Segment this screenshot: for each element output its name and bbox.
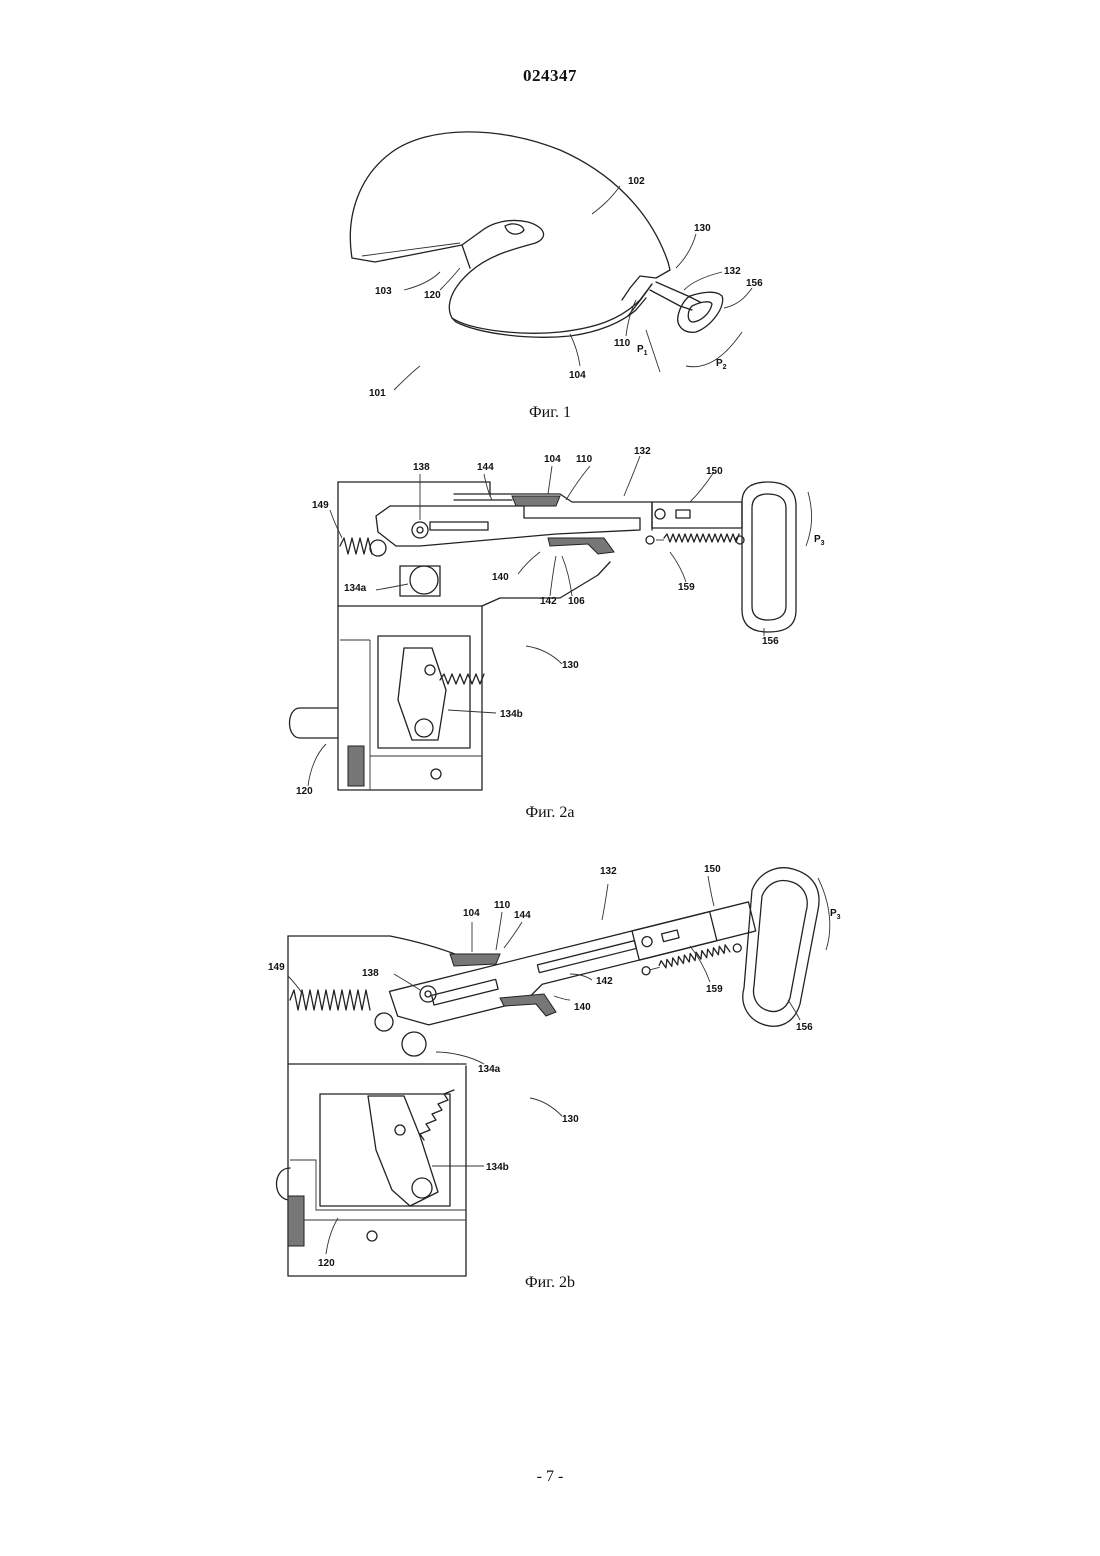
figure-2a-drawing: 138 144 104 110 132 150 149 P3 134a 140 … (0, 440, 1100, 810)
label-144: 144 (477, 462, 494, 473)
label-138: 138 (413, 462, 430, 473)
label-142: 142 (540, 596, 557, 607)
label-110: 110 (614, 338, 631, 349)
label-p2: P2 (716, 358, 727, 371)
label-103: 103 (375, 286, 392, 297)
label-140: 140 (492, 572, 509, 583)
label-150: 150 (704, 864, 721, 875)
label-104: 104 (544, 454, 561, 465)
label-159: 159 (678, 582, 695, 593)
page-number: - 7 - (0, 1468, 1100, 1486)
label-134b: 134b (500, 709, 523, 720)
label-101: 101 (369, 388, 386, 399)
coupling-body-drawing (350, 132, 722, 337)
label-132: 132 (634, 446, 651, 457)
label-120: 120 (318, 1258, 335, 1269)
figure-2a-caption: Фиг. 2a (0, 804, 1100, 822)
label-120: 120 (424, 290, 441, 301)
figure-1-drawing: 102 130 132 156 103 120 110 P1 P2 104 10… (0, 120, 1100, 410)
label-104: 104 (463, 908, 480, 919)
leader-lines (394, 186, 752, 390)
label-130: 130 (562, 1114, 579, 1125)
label-134a: 134a (478, 1064, 501, 1075)
label-132: 132 (600, 866, 617, 877)
label-156: 156 (746, 278, 763, 289)
reference-labels: 138 144 104 110 132 150 149 P3 134a 140 … (296, 446, 825, 797)
label-134b: 134b (486, 1162, 509, 1173)
mechanism-drawing (277, 868, 820, 1276)
label-132: 132 (724, 266, 741, 277)
label-110: 110 (576, 454, 593, 465)
figure-1-caption: Фиг. 1 (0, 404, 1100, 422)
label-104: 104 (569, 370, 586, 381)
label-130: 130 (562, 660, 579, 671)
label-110: 110 (494, 900, 511, 911)
label-p3: P3 (830, 908, 841, 921)
label-130: 130 (694, 223, 711, 234)
leader-lines (308, 456, 812, 786)
label-120: 120 (296, 786, 313, 797)
label-150: 150 (706, 466, 723, 477)
label-p3: P3 (814, 534, 825, 547)
reference-labels: 102 130 132 156 103 120 110 P1 P2 104 10… (369, 176, 763, 399)
label-159: 159 (706, 984, 723, 995)
label-p1: P1 (637, 344, 648, 357)
document-number: 024347 (0, 66, 1100, 86)
label-140: 140 (574, 1002, 591, 1013)
label-138: 138 (362, 968, 379, 979)
label-102: 102 (628, 176, 645, 187)
label-156: 156 (762, 636, 779, 647)
figure-2b-caption: Фиг. 2b (0, 1274, 1100, 1292)
label-149: 149 (312, 500, 329, 511)
label-142: 142 (596, 976, 613, 987)
label-149: 149 (268, 962, 285, 973)
label-144: 144 (514, 910, 531, 921)
label-106: 106 (568, 596, 585, 607)
figure-2b-drawing: 132 150 104 110 144 P3 149 138 142 140 1… (0, 858, 1100, 1278)
label-156: 156 (796, 1022, 813, 1033)
label-134a: 134a (344, 583, 367, 594)
mechanism-drawing (290, 482, 797, 790)
